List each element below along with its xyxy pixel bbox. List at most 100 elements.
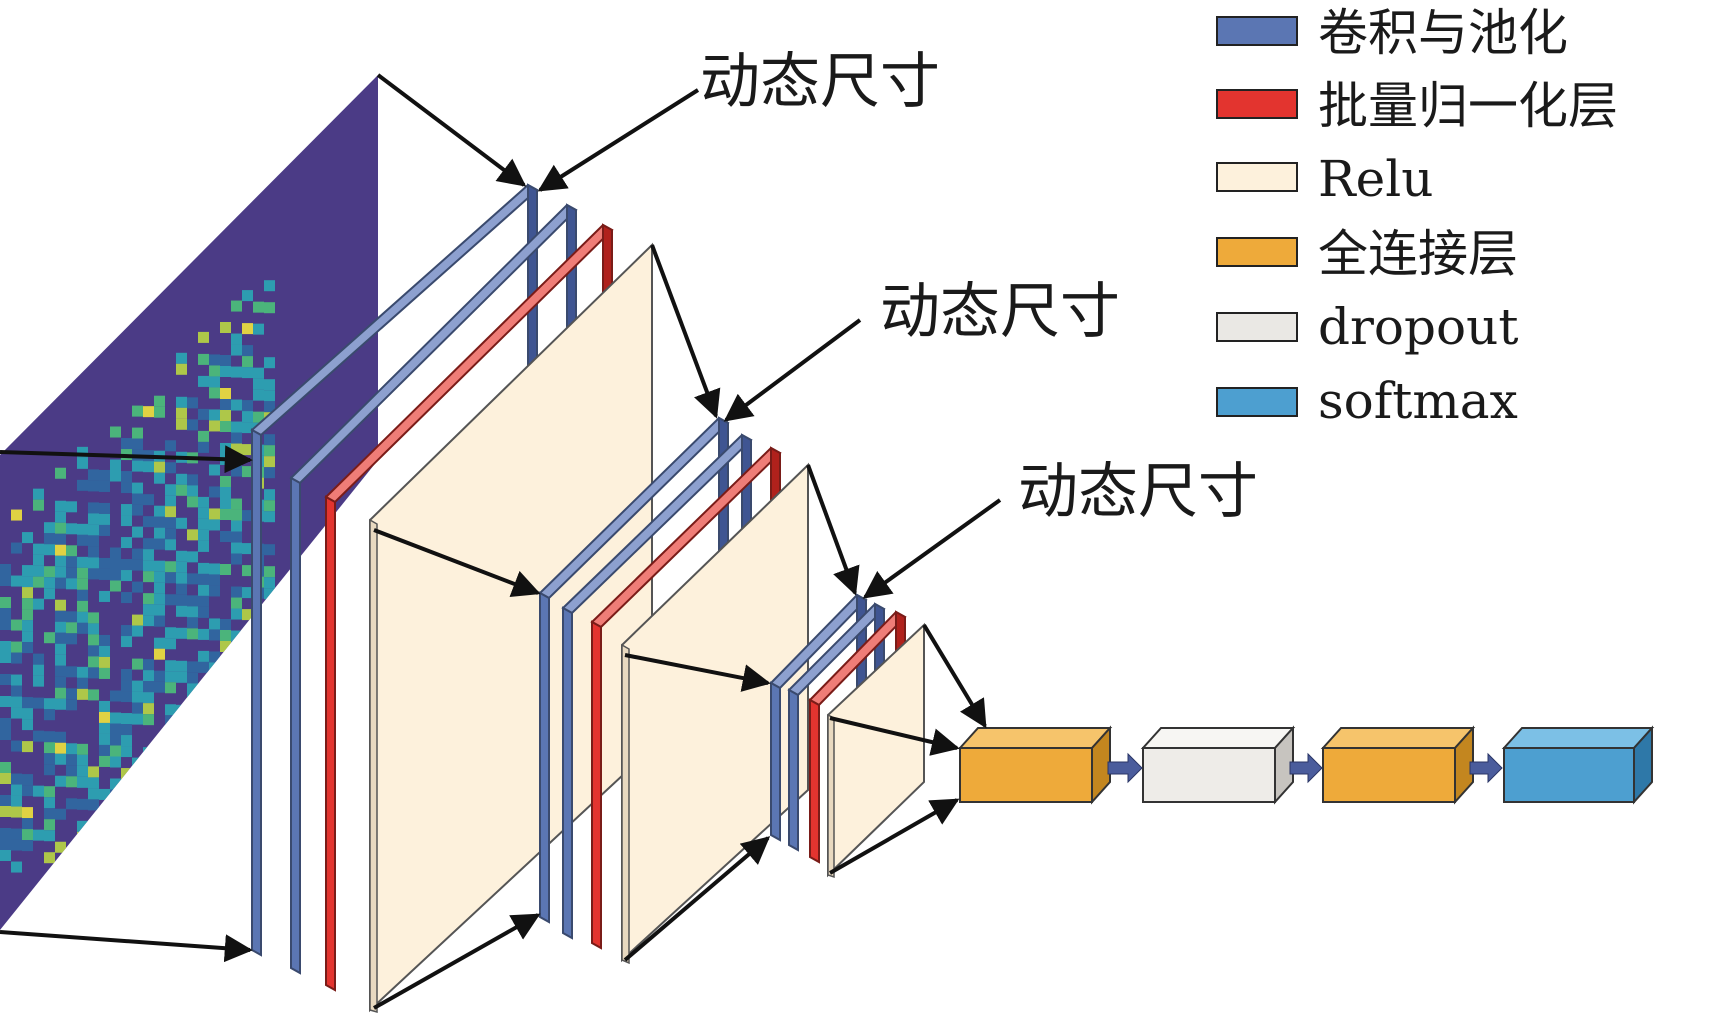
heatmap-cell [198,562,209,574]
heatmap-cell [143,747,154,759]
heatmap-cell [264,434,275,446]
heatmap-cell [209,651,220,663]
heatmap-cell [0,828,11,839]
heatmap-cell [231,509,242,521]
heatmap-cell [88,766,99,778]
heatmap-cell [110,734,121,746]
heatmap-cell [66,501,77,513]
heatmap-cell [264,302,275,314]
heatmap-cell [88,689,99,701]
heatmap-cell [187,573,198,585]
heatmap-cell [264,588,275,600]
heatmap-cell [132,548,143,560]
heatmap-cell [66,776,77,788]
heatmap-cell [143,692,154,704]
legend-label: 批量归一化层 [1318,77,1618,135]
heatmap-cell [264,654,275,666]
heatmap-cell [231,443,242,455]
heatmap-cell [11,685,22,697]
heatmap-cell [66,556,77,568]
heatmap-cell [231,465,242,477]
heatmap-cell [264,577,275,589]
heatmap-cell [0,564,11,575]
heatmap-cell [154,593,165,605]
heatmap-cell [176,396,187,408]
heatmap-cell [99,722,110,734]
heatmap-cell [44,533,55,545]
heatmap-cell [143,549,154,561]
legend-label: dropout [1318,298,1518,356]
heatmap-cell [110,690,121,702]
heatmap-cell [264,665,275,677]
heatmap-cell [176,583,187,595]
heatmap-cell [176,517,187,529]
heatmap-cell [22,609,33,621]
heatmap-cell [0,806,11,817]
heatmap-cell [0,850,11,861]
heatmap-cell [198,661,209,673]
heatmap-cell [231,366,242,378]
heatmap-cell [132,614,143,626]
heatmap-cell [22,741,33,753]
heatmap-cell [264,456,275,468]
heatmap-cell [231,751,242,763]
heatmap-cell [209,519,220,531]
heatmap-cell [0,839,11,850]
arrow-input-corner [376,73,527,187]
heatmap-cell [143,714,154,726]
heatmap-cell [264,467,275,479]
heatmap-cell [209,673,220,685]
right-arrow-icon [1469,752,1503,784]
heatmap-cell [209,662,220,674]
heatmap-cell [220,663,231,674]
heatmap-cell [99,480,110,492]
heatmap-cell [11,861,22,873]
heatmap-cell [44,764,55,776]
heatmap-cell [198,353,209,365]
heatmap-cell [132,757,143,769]
heatmap-cell [209,629,220,641]
heatmap-cell [231,421,242,433]
heatmap-cell [0,718,11,729]
head-flow-arrows [1107,752,1503,784]
heatmap-cell [209,574,220,586]
heatmap-cell [22,719,33,731]
heatmap-cell [11,806,22,818]
heatmap-cell [132,482,143,494]
heatmap-cell [264,489,275,501]
heatmap-cell [264,687,275,699]
heatmap-cell [66,567,77,579]
fully-connected-2 [1320,725,1476,805]
heatmap-cell [165,660,176,672]
heatmap-cell [132,427,143,439]
heatmap-cell [66,743,77,755]
heatmap-cell [44,731,55,743]
heatmap-cell [121,768,132,780]
heatmap-cell [33,730,44,742]
heatmap-cell [231,542,242,554]
heatmap-cell [220,322,231,333]
heatmap-cell [176,561,187,573]
heatmap-cell [110,745,121,757]
heatmap-cell [88,513,99,525]
heatmap-cell [55,654,66,666]
heatmap-cell [253,378,264,390]
heatmap-cell [22,587,33,599]
legend-item-fully-connected: 全连接层 [1216,225,1518,283]
heatmap-cell [132,702,143,714]
heatmap-cell [55,775,66,787]
heatmap-cell [143,593,154,605]
heatmap-cell [55,676,66,688]
heatmap-cell [44,566,55,578]
heatmap-cell [198,408,209,420]
heatmap-cell [187,716,198,728]
heatmap-cell [231,729,242,741]
legend-swatch [1216,162,1298,192]
heatmap-cell [176,363,187,375]
arrow-block1-bottom [373,913,541,1010]
heatmap-cell [198,683,209,695]
heatmap-cell [220,399,231,410]
heatmap-cell [220,421,231,432]
heatmap-cell [231,630,242,642]
heatmap-cell [242,323,253,335]
